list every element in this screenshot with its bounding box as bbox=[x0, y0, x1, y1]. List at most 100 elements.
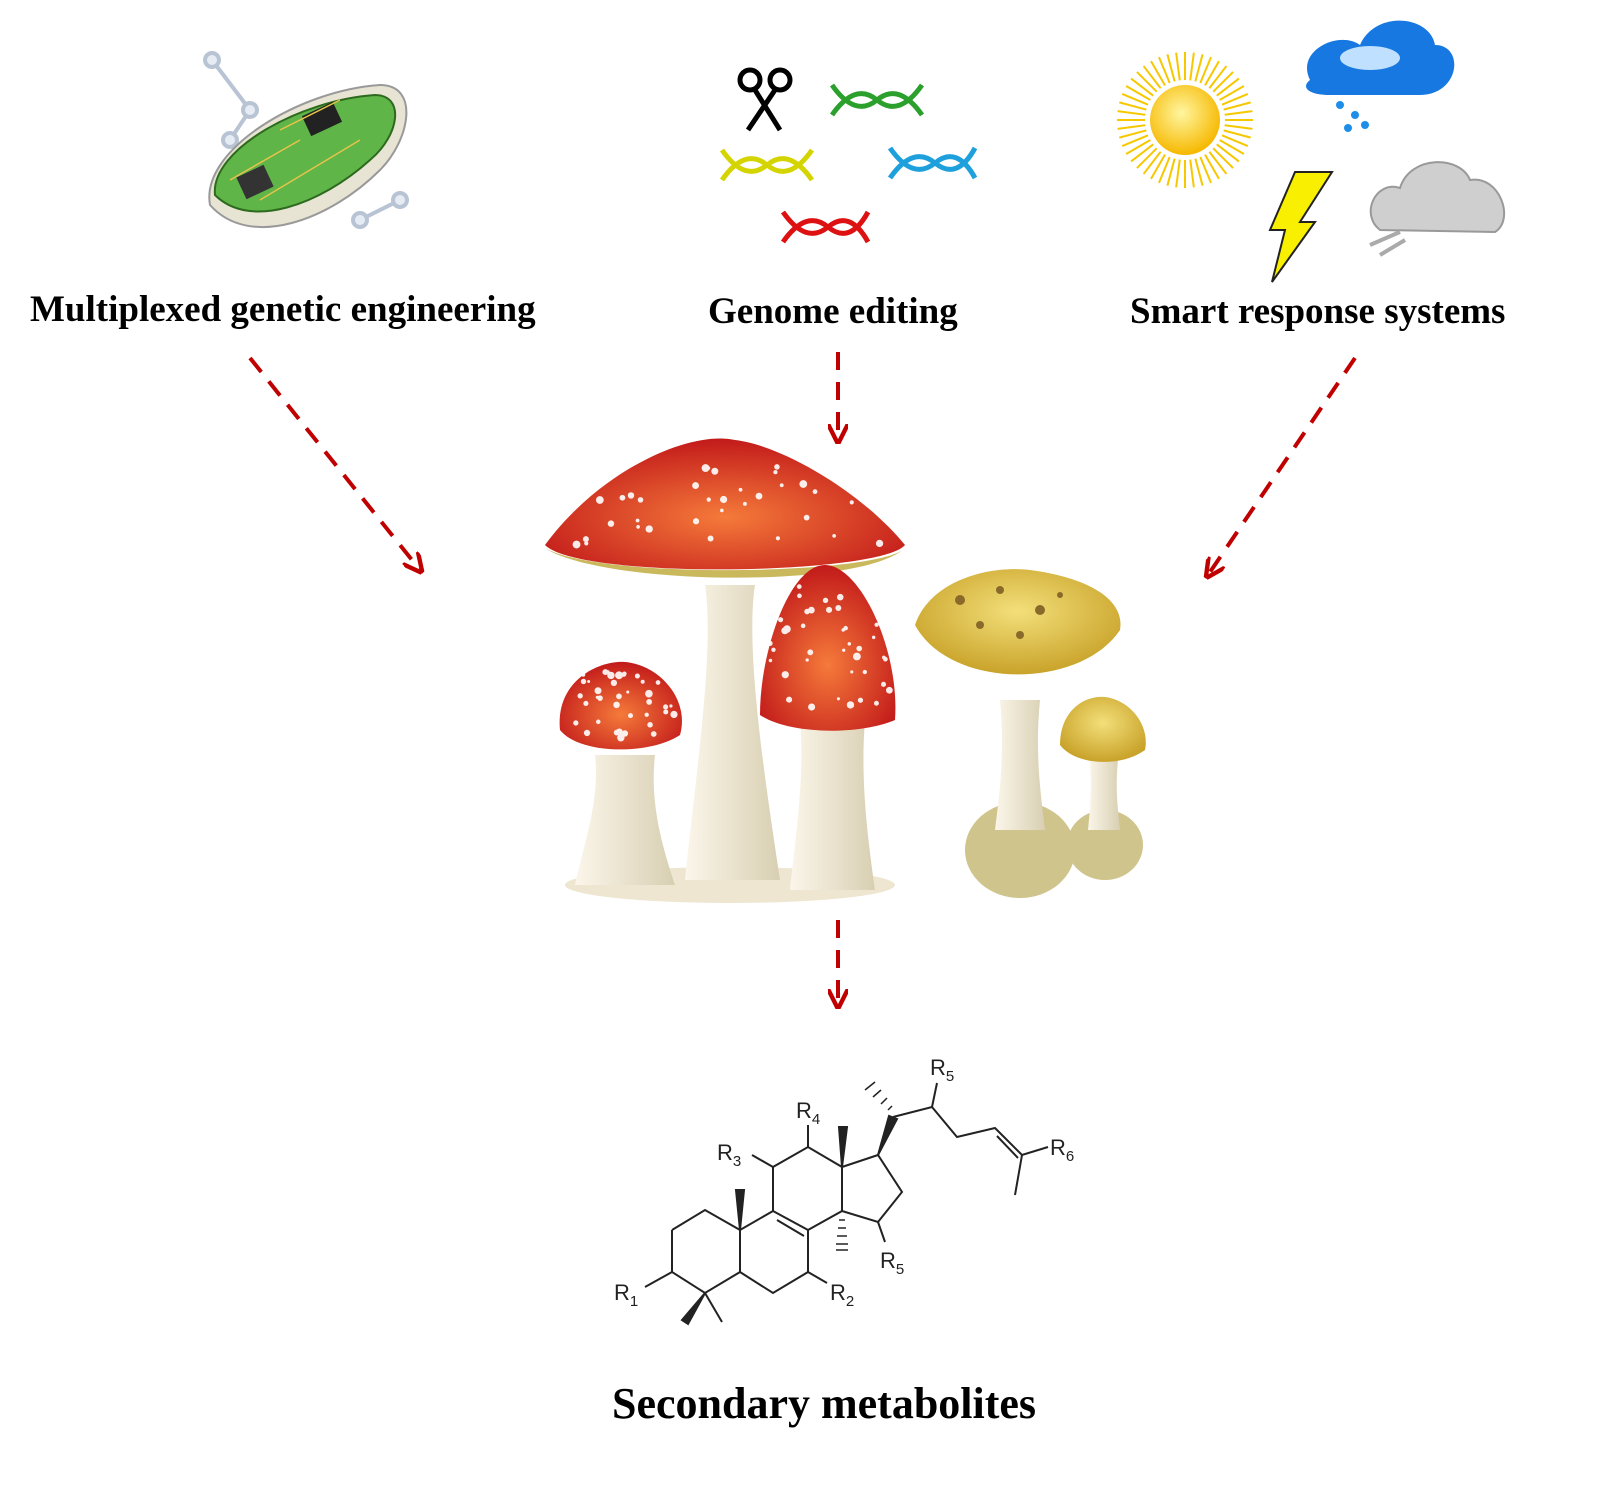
cap-spot bbox=[738, 487, 743, 492]
cap-spot bbox=[607, 520, 615, 527]
sun-ray bbox=[1208, 151, 1228, 175]
sun-ray bbox=[1194, 54, 1204, 82]
sun-ray bbox=[1117, 110, 1146, 116]
sun-ray bbox=[1175, 52, 1181, 81]
cap-spot bbox=[875, 539, 884, 548]
r1-label: R1 bbox=[614, 1280, 638, 1310]
cap-spot bbox=[581, 672, 586, 677]
cap-spot bbox=[778, 605, 783, 610]
cap-spot bbox=[883, 498, 888, 503]
cap-spot bbox=[602, 669, 609, 676]
arrow-left bbox=[248, 356, 420, 570]
sun-ray bbox=[1136, 147, 1158, 169]
sun-ray bbox=[1130, 77, 1154, 97]
cap-spot bbox=[701, 464, 710, 473]
cap-spot bbox=[720, 495, 728, 504]
cap-spot bbox=[583, 700, 589, 706]
arrows bbox=[248, 352, 1357, 1005]
sun-ray bbox=[1150, 154, 1166, 180]
cap-spot bbox=[572, 540, 581, 549]
circuit-cell-icon bbox=[203, 51, 409, 229]
cap-spot bbox=[797, 593, 802, 599]
cap-spot bbox=[645, 525, 653, 533]
sun-ray bbox=[1150, 60, 1166, 86]
cap-spot bbox=[767, 640, 773, 646]
cap-spot bbox=[637, 497, 644, 503]
scissors-icon bbox=[737, 67, 793, 132]
cap-spot bbox=[706, 497, 711, 502]
mushrooms-illustration bbox=[545, 438, 1146, 903]
cap-spot bbox=[613, 701, 620, 709]
cap-spot bbox=[783, 625, 791, 633]
cap-spot bbox=[596, 719, 601, 725]
sun-ray bbox=[1175, 159, 1181, 188]
cap-spot bbox=[663, 704, 669, 710]
sun-ray bbox=[1219, 139, 1245, 155]
cap-spot bbox=[835, 605, 842, 611]
cap-spot bbox=[771, 647, 776, 652]
cap-spot bbox=[773, 470, 778, 475]
sun-ray bbox=[1119, 101, 1147, 111]
cap-spot bbox=[836, 697, 840, 701]
cap-spot bbox=[808, 703, 816, 711]
sun-ray bbox=[1221, 134, 1249, 147]
cap-spot bbox=[584, 541, 589, 546]
cap-spot bbox=[856, 645, 862, 652]
cap-spot bbox=[619, 494, 626, 501]
r5-label-bottom: R5 bbox=[880, 1248, 904, 1278]
cap-spot bbox=[880, 681, 887, 687]
lightning-icon bbox=[1268, 171, 1334, 283]
sun-ray bbox=[1189, 52, 1195, 81]
cap-spot bbox=[742, 501, 747, 506]
cap-spot bbox=[669, 704, 673, 708]
sun-ray bbox=[1158, 156, 1171, 184]
sun-ray bbox=[1224, 110, 1253, 116]
sun-ray bbox=[1125, 85, 1151, 101]
sun-ray bbox=[1189, 159, 1195, 188]
sun-ray bbox=[1136, 71, 1158, 93]
sun-ray bbox=[1212, 71, 1234, 93]
sun-ray bbox=[1221, 93, 1249, 106]
cap-spot bbox=[711, 467, 719, 475]
sun-ray bbox=[1158, 56, 1171, 84]
chemical-structure bbox=[644, 1081, 1049, 1326]
sun-ray bbox=[1204, 154, 1220, 180]
sun-ray bbox=[1142, 65, 1162, 89]
sun-ray bbox=[1130, 143, 1154, 163]
cap-spot bbox=[862, 669, 868, 675]
cap-spot bbox=[644, 712, 649, 717]
cap-spot bbox=[627, 492, 635, 499]
sun-ray bbox=[1117, 124, 1146, 130]
cap-spot bbox=[583, 729, 591, 737]
r6-label: R6 bbox=[1050, 1135, 1074, 1165]
label-genome-editing: Genome editing bbox=[708, 291, 958, 332]
sun-ray bbox=[1208, 65, 1228, 89]
storm-cloud-icon bbox=[1369, 161, 1505, 257]
cap-spot bbox=[842, 648, 846, 652]
cap-spot bbox=[847, 642, 852, 646]
cap-spot bbox=[812, 489, 818, 495]
label-smart-response-systems: Smart response systems bbox=[1130, 291, 1506, 332]
cap-spot bbox=[882, 655, 886, 660]
cap-spot bbox=[786, 576, 794, 584]
cap-spot bbox=[720, 508, 724, 513]
cap-spot bbox=[635, 518, 640, 523]
sun-ray bbox=[1125, 139, 1151, 155]
dna-icon-red bbox=[780, 210, 871, 244]
cap-spot bbox=[595, 695, 599, 699]
cap-spot bbox=[662, 674, 668, 680]
sun-ray bbox=[1166, 54, 1176, 82]
cap-spot bbox=[843, 625, 848, 631]
cap-spot bbox=[857, 697, 864, 703]
cap-spot bbox=[874, 622, 879, 627]
cap-spot bbox=[616, 693, 622, 700]
cap-spot bbox=[832, 534, 837, 538]
cap-spot bbox=[804, 608, 810, 615]
cap-spot bbox=[873, 700, 879, 706]
cap-spot bbox=[854, 482, 858, 486]
arrow-right bbox=[1208, 356, 1357, 575]
sun-icon bbox=[1117, 52, 1253, 188]
r4-label: R4 bbox=[796, 1098, 820, 1128]
cap-spot bbox=[672, 714, 676, 719]
